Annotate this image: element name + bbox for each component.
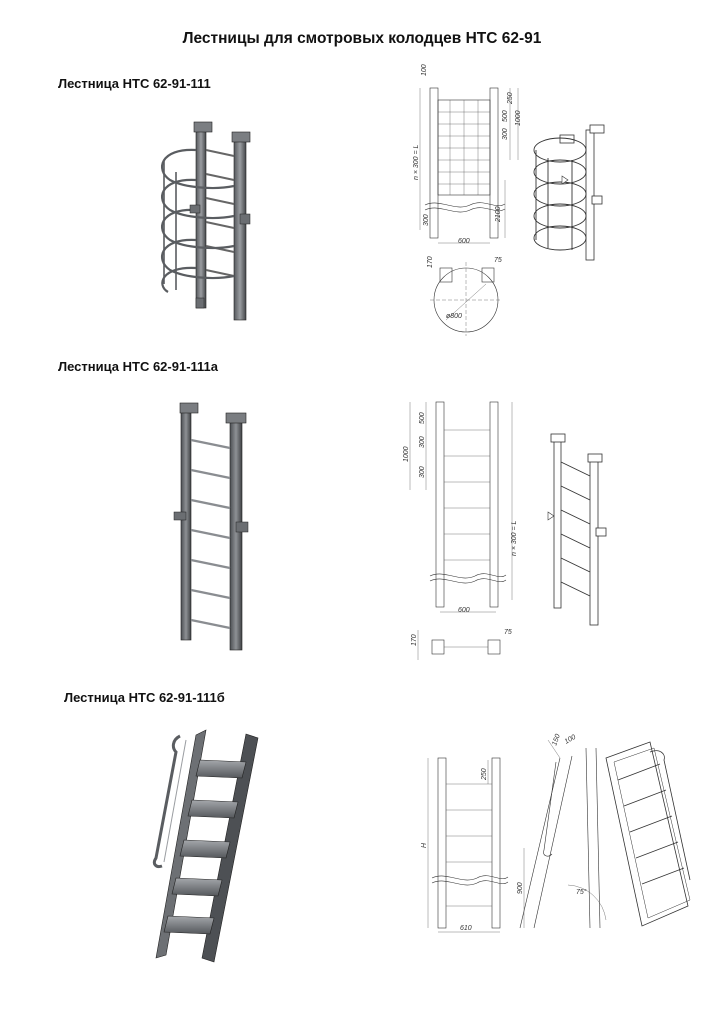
- page-title: Лестницы для смотровых колодцев НТС 62-9…: [182, 30, 542, 47]
- dim-75: 75: [504, 629, 512, 636]
- dim-500: 500: [419, 412, 426, 424]
- dim-75: 75: [494, 257, 502, 264]
- dim-170: 170: [427, 256, 434, 268]
- dim-250: 250: [481, 768, 488, 781]
- dim-1000: 1000: [515, 110, 522, 126]
- dim-100: 100: [564, 734, 578, 746]
- section-title-111a: Лестница НТС 62-91-111а: [58, 359, 219, 374]
- dim-300: 300: [419, 436, 426, 448]
- section-title-111b: Лестница НТС 62-91-111б: [64, 690, 225, 705]
- dim-500: 500: [502, 110, 509, 122]
- dim-600: 600: [458, 238, 470, 245]
- dim-nL: n × 300 = L: [413, 144, 420, 180]
- dim-300: 300: [502, 128, 509, 140]
- dim-nL: n × 300 = L: [511, 520, 518, 556]
- dim-800: ø800: [446, 313, 462, 320]
- dim-250: 250: [507, 92, 514, 105]
- dim-1000: 1000: [403, 446, 410, 462]
- section-title-111: Лестница НТС 62-91-111: [58, 76, 211, 91]
- dim-170: 170: [411, 634, 418, 646]
- dim-75deg: 75°: [576, 888, 587, 896]
- dim-150: 150: [551, 733, 562, 746]
- dim-2100: 2100: [495, 206, 502, 223]
- dim-610: 610: [460, 925, 472, 932]
- dim-300b: 300: [419, 466, 426, 478]
- dim-100: 100: [421, 64, 428, 76]
- dim-300b: 300: [423, 214, 430, 226]
- dim-600: 600: [458, 607, 470, 614]
- dim-900: 900: [517, 882, 524, 894]
- dim-H: H: [421, 842, 428, 848]
